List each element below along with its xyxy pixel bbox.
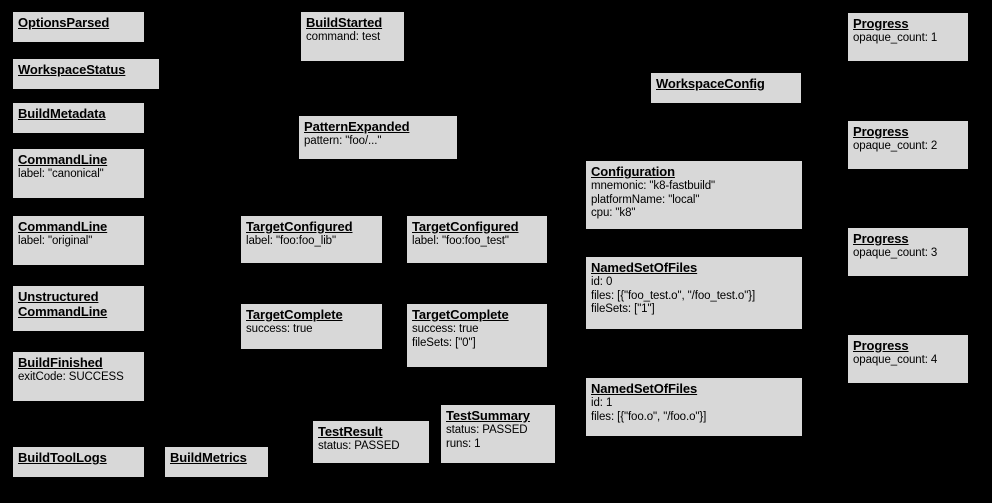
event-node-attribute: opaque_count: 2 <box>853 140 938 153</box>
event-node-attributes: command: test <box>306 31 399 45</box>
event-node-title: WorkspaceStatus <box>18 62 126 77</box>
event-node-title: TestSummary <box>446 408 530 423</box>
event-node-build-tool-logs[interactable]: BuildToolLogs <box>12 446 145 478</box>
event-node-attributes: label: "foo:foo_test" <box>412 235 542 249</box>
event-node-attributes: exitCode: SUCCESS <box>18 371 139 385</box>
event-node-attribute: success: true <box>412 323 479 336</box>
event-node-attributes: success: true <box>246 323 377 337</box>
event-node-attribute: fileSets: ["1"] <box>591 303 655 316</box>
event-node-title: OptionsParsed <box>18 15 110 30</box>
event-node-title: BuildMetrics <box>170 450 247 465</box>
event-node-attributes: opaque_count: 1 <box>853 32 963 46</box>
event-node-build-metrics[interactable]: BuildMetrics <box>164 446 269 478</box>
event-node-title: TargetConfigured <box>412 219 519 234</box>
event-node-attributes: label: "foo:foo_lib" <box>246 235 377 249</box>
event-node-attribute: opaque_count: 3 <box>853 247 938 260</box>
event-node-title: Progress <box>853 16 909 31</box>
event-node-attribute: fileSets: ["0"] <box>412 336 476 349</box>
event-node-title: Progress <box>853 231 909 246</box>
event-node-title: TargetConfigured <box>246 219 353 234</box>
event-node-attribute: opaque_count: 1 <box>853 32 938 45</box>
event-node-build-metadata[interactable]: BuildMetadata <box>12 102 145 134</box>
event-node-attribute: runs: 1 <box>446 437 481 450</box>
event-node-workspace-config[interactable]: WorkspaceConfig <box>650 72 802 104</box>
event-node-title: BuildFinished <box>18 355 103 370</box>
event-node-attributes: label: "canonical" <box>18 168 139 182</box>
event-node-title: BuildToolLogs <box>18 450 107 465</box>
event-node-attribute: status: PASSED <box>446 424 528 437</box>
event-node-title: TestResult <box>318 424 383 439</box>
event-node-title: Configuration <box>591 164 675 179</box>
event-node-attribute: mnemonic: "k8-fastbuild" <box>591 180 716 193</box>
event-node-title: WorkspaceConfig <box>656 76 765 91</box>
event-node-attributes: opaque_count: 4 <box>853 354 963 368</box>
event-node-title: NamedSetOfFiles <box>591 381 698 396</box>
event-node-attribute: id: 1 <box>591 397 613 410</box>
event-node-attribute: command: test <box>306 31 381 44</box>
event-node-attribute: platformName: "local" <box>591 193 700 206</box>
event-node-title: PatternExpanded <box>304 119 410 134</box>
event-node-attribute: pattern: "foo/..." <box>304 135 382 148</box>
event-node-attributes: opaque_count: 2 <box>853 140 963 154</box>
event-node-attributes: mnemonic: "k8-fastbuild"platformName: "l… <box>591 180 797 221</box>
event-node-title: NamedSetOfFiles <box>591 260 698 275</box>
event-node-attribute: status: PASSED <box>318 440 400 453</box>
event-node-title: Progress <box>853 338 909 353</box>
event-node-attribute: opaque_count: 4 <box>853 354 938 367</box>
event-node-attribute: cpu: "k8" <box>591 207 636 220</box>
event-node-options-parsed[interactable]: OptionsParsed <box>12 11 145 43</box>
event-node-attribute: exitCode: SUCCESS <box>18 371 124 384</box>
event-node-attributes: label: "original" <box>18 235 139 249</box>
event-node-unstructured-command-line[interactable]: Unstructured CommandLine <box>12 285 145 332</box>
event-node-attributes: status: PASSED <box>318 440 424 454</box>
event-node-attribute: success: true <box>246 323 313 336</box>
event-node-title: CommandLine <box>18 219 108 234</box>
event-node-title: BuildStarted <box>306 15 383 30</box>
event-node-title: BuildMetadata <box>18 106 106 121</box>
event-node-title: Progress <box>853 124 909 139</box>
event-node-attribute: label: "canonical" <box>18 168 104 181</box>
event-node-title: TargetComplete <box>412 307 509 322</box>
event-node-attribute: id: 0 <box>591 276 613 289</box>
event-node-title: Unstructured CommandLine <box>18 289 108 320</box>
event-node-title: CommandLine <box>18 152 108 167</box>
event-node-workspace-status[interactable]: WorkspaceStatus <box>12 58 160 90</box>
event-node-attribute: files: [{"foo_test.o", "/foo_test.o"}] <box>591 289 756 302</box>
event-node-attributes: opaque_count: 3 <box>853 247 963 261</box>
event-node-attribute: label: "foo:foo_test" <box>412 235 509 248</box>
event-node-attribute: files: [{"foo.o", "/foo.o"}] <box>591 410 707 423</box>
event-node-attribute: label: "original" <box>18 235 93 248</box>
event-node-attributes: pattern: "foo/..." <box>304 135 452 149</box>
event-node-attribute: label: "foo:foo_lib" <box>246 235 336 248</box>
event-node-title: TargetComplete <box>246 307 343 322</box>
